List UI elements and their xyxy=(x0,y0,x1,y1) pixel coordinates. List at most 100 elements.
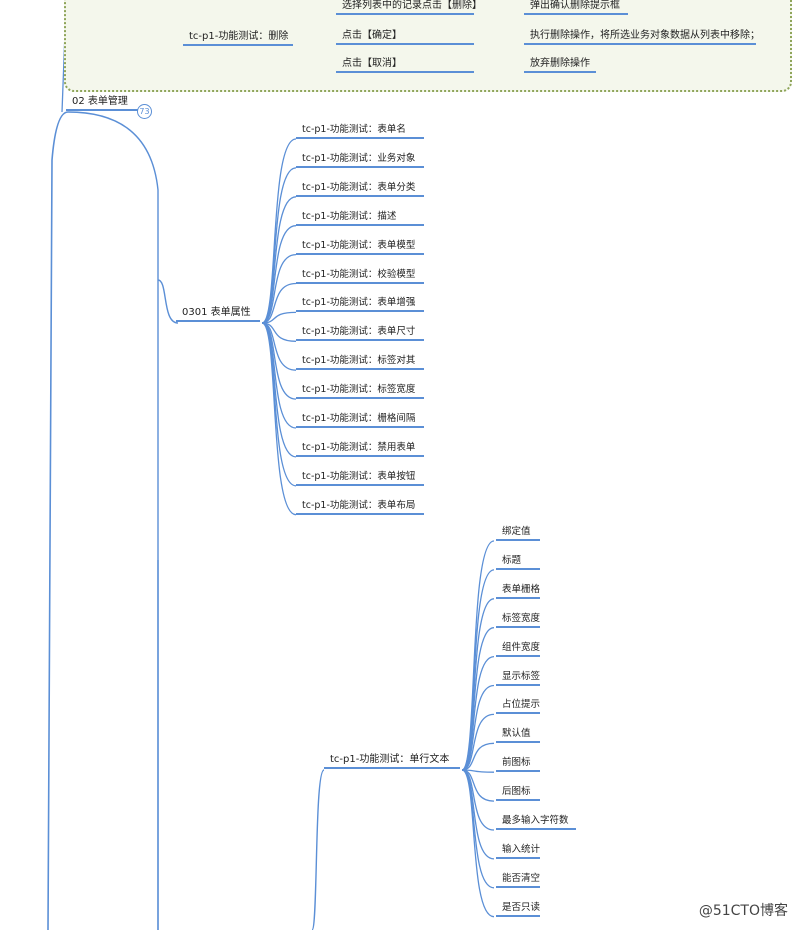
node-delete-step-2[interactable]: 点击【取消】 xyxy=(342,58,402,69)
node-form-prop-13-underline xyxy=(296,512,424,515)
node-single-text-item-12-underline xyxy=(496,885,540,888)
node-single-text-item-5[interactable]: 显示标签 xyxy=(502,670,541,682)
node-form-props-underline xyxy=(176,320,260,322)
node-form-prop-5-underline xyxy=(296,281,424,284)
connector-section-trunk xyxy=(67,111,159,930)
connector-single-text-item-7 xyxy=(461,742,495,771)
node-delete-step-2-underline xyxy=(336,71,474,73)
node-single-text-item-13-underline xyxy=(496,914,540,917)
node-delete-step-0[interactable]: 选择列表中的记录点击【删除】 xyxy=(342,0,482,11)
node-form-prop-4[interactable]: tc-p1-功能测试：表单模型 xyxy=(302,239,416,251)
node-single-text-item-9-underline xyxy=(496,799,540,802)
node-delete-result-2-underline xyxy=(524,71,596,73)
connector-single-text xyxy=(311,769,325,930)
node-single-text-item-7[interactable]: 默认值 xyxy=(502,728,531,740)
node-delete-result-0-underline xyxy=(524,13,628,15)
node-form-prop-12[interactable]: tc-p1-功能测试：表单按钮 xyxy=(302,470,416,482)
node-single-text-item-4[interactable]: 组件宽度 xyxy=(502,641,541,653)
node-single-text-item-12[interactable]: 能否清空 xyxy=(502,872,541,884)
connector-single-text-item-4 xyxy=(461,655,495,771)
node-single-text-item-7-underline xyxy=(496,741,540,744)
node-form-prop-7[interactable]: tc-p1-功能测试：表单尺寸 xyxy=(302,326,416,338)
node-form-prop-6-underline xyxy=(296,310,424,313)
node-delete-step-1-underline xyxy=(336,43,474,45)
node-form-prop-4-underline xyxy=(296,252,424,255)
connector-single-text-item-6 xyxy=(461,713,495,771)
node-form-prop-0[interactable]: tc-p1-功能测试：表单名 xyxy=(302,124,406,135)
node-form-prop-6[interactable]: tc-p1-功能测试：表单增强 xyxy=(302,297,416,309)
node-single-text-item-4-underline xyxy=(496,654,540,657)
node-single-text-item-10[interactable]: 最多输入字符数 xyxy=(502,815,569,826)
node-single-text-item-9[interactable]: 后图标 xyxy=(502,786,531,798)
connector-form-prop-2 xyxy=(261,196,297,324)
node-form-prop-7-underline xyxy=(296,339,424,342)
node-delete-result-1[interactable]: 执行删除操作，将所选业务对象数据从列表中移除； xyxy=(530,30,760,41)
node-delete-step-0-underline xyxy=(336,13,474,15)
node-single-text-item-2-underline xyxy=(496,596,540,599)
node-form-prop-13[interactable]: tc-p1-功能测试：表单布局 xyxy=(302,499,416,511)
node-single-text-item-8-underline xyxy=(496,770,540,773)
connector-form-prop-11 xyxy=(261,322,297,458)
node-single-text-item-0[interactable]: 绑定值 xyxy=(502,526,531,537)
node-single-text-item-3-underline xyxy=(496,625,540,628)
connector-form-props xyxy=(157,279,179,324)
node-single-text-item-8[interactable]: 前图标 xyxy=(502,757,531,769)
node-form-prop-8-underline xyxy=(296,368,424,371)
node-single-text-item-6[interactable]: 占位提示 xyxy=(502,699,541,711)
connector-form-prop-10 xyxy=(261,322,297,429)
node-delete-step-1[interactable]: 点击【确定】 xyxy=(342,30,402,41)
node-single-text-item-3[interactable]: 标签宽度 xyxy=(502,612,541,624)
node-single-text-item-5-underline xyxy=(496,683,540,686)
node-form-prop-3[interactable]: tc-p1-功能测试：描述 xyxy=(302,210,397,222)
node-section-form-mgmt-underline xyxy=(66,109,142,111)
connector-form-prop-5 xyxy=(261,282,297,324)
connector-form-prop-13 xyxy=(261,322,297,516)
node-single-text-item-10-underline xyxy=(496,828,576,830)
node-single-text-item-11-underline xyxy=(496,856,540,859)
node-single-text-item-2[interactable]: 表单栅格 xyxy=(502,583,541,595)
watermark: @51CTO博客 xyxy=(698,903,788,919)
node-form-prop-5[interactable]: tc-p1-功能测试：校验模型 xyxy=(302,268,416,280)
connector-form-prop-9 xyxy=(261,322,297,400)
connector-single-text-item-5 xyxy=(461,684,495,771)
node-delete-parent[interactable]: tc-p1-功能测试：删除 xyxy=(189,31,289,42)
node-delete-result-2[interactable]: 放弃删除操作 xyxy=(530,58,590,69)
node-form-prop-8[interactable]: tc-p1-功能测试：标签对其 xyxy=(302,355,416,367)
node-form-prop-12-underline xyxy=(296,483,424,486)
node-section-form-mgmt[interactable]: 02 表单管理 xyxy=(72,96,128,107)
connector-single-text-item-0 xyxy=(461,540,495,771)
node-form-prop-9-underline xyxy=(296,397,424,400)
node-single-text[interactable]: tc-p1-功能测试：单行文本 xyxy=(330,754,450,765)
node-single-text-underline xyxy=(324,767,460,769)
node-delete-result-1-underline xyxy=(524,43,756,45)
node-single-text-item-6-underline xyxy=(496,712,540,715)
node-single-text-item-0-underline xyxy=(496,539,540,541)
node-single-text-item-11[interactable]: 输入统计 xyxy=(502,843,541,855)
connector-single-text-item-10 xyxy=(461,769,495,831)
connector-single-text-item-3 xyxy=(461,627,495,771)
connector-single-text-item-13 xyxy=(461,769,495,918)
node-form-prop-2-underline xyxy=(296,194,424,197)
node-delete-parent-underline xyxy=(183,44,293,46)
connector-trunk xyxy=(47,111,69,930)
node-form-prop-3-underline xyxy=(296,223,424,226)
node-form-props[interactable]: 0301 表单属性 xyxy=(182,307,251,318)
node-single-text-item-1-underline xyxy=(496,567,540,570)
node-form-prop-11[interactable]: tc-p1-功能测试：禁用表单 xyxy=(302,441,416,453)
node-form-prop-10[interactable]: tc-p1-功能测试：栅格间隔 xyxy=(302,413,416,424)
node-form-prop-2[interactable]: tc-p1-功能测试：表单分类 xyxy=(302,181,416,193)
node-single-text-item-13[interactable]: 是否只读 xyxy=(502,901,541,913)
delete-group-boundary xyxy=(64,0,792,92)
node-form-prop-1-underline xyxy=(296,165,424,168)
node-form-prop-0-underline xyxy=(296,137,424,139)
node-form-prop-1[interactable]: tc-p1-功能测试：业务对象 xyxy=(302,152,416,164)
connector-form-prop-4 xyxy=(261,253,297,324)
collapse-count-badge[interactable]: 73 xyxy=(137,104,152,119)
node-delete-result-0[interactable]: 弹出确认删除提示框 xyxy=(530,0,620,11)
node-form-prop-10-underline xyxy=(296,426,424,428)
connector-form-prop-3 xyxy=(261,225,297,324)
node-form-prop-9[interactable]: tc-p1-功能测试：标签宽度 xyxy=(302,384,416,396)
node-single-text-item-1[interactable]: 标题 xyxy=(502,554,522,566)
node-form-prop-11-underline xyxy=(296,454,424,457)
